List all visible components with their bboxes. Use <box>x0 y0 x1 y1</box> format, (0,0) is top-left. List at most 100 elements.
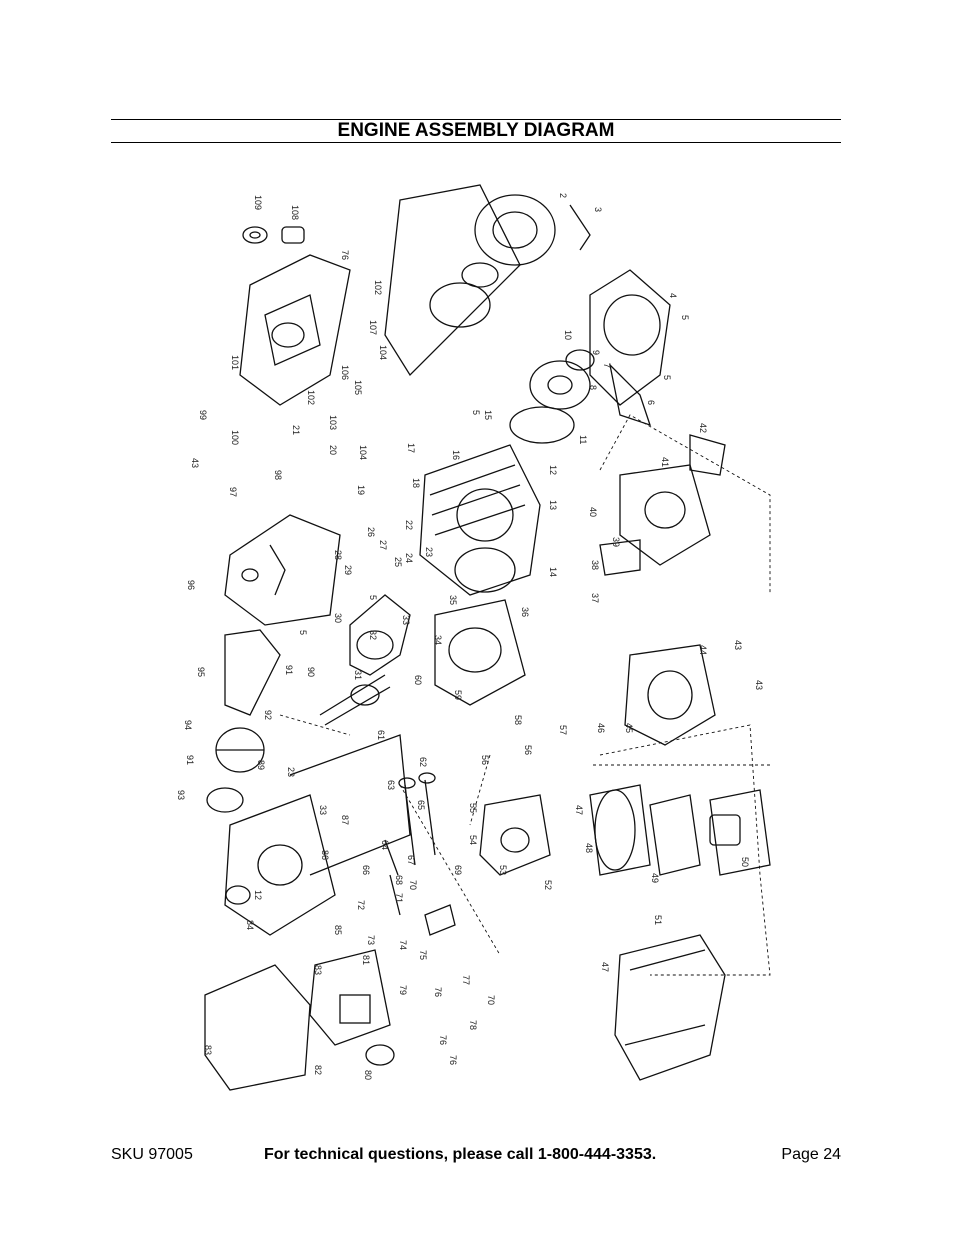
part-label: 40 <box>588 507 598 517</box>
part-label: 44 <box>698 645 708 655</box>
part-label: 79 <box>398 985 408 995</box>
part-label: 61 <box>376 730 386 740</box>
part-label: 75 <box>418 950 428 960</box>
part-label: 72 <box>356 900 366 910</box>
part-label: 86 <box>320 850 330 860</box>
cylinder-head <box>434 599 526 706</box>
part-label: 68 <box>394 875 404 885</box>
part-label: 27 <box>378 540 388 550</box>
part-label: 92 <box>263 710 273 720</box>
engine-assembly-diagram: 109 108 76 102 107 101 106 104 105 102 2… <box>170 175 810 1105</box>
leader-lines <box>279 414 771 976</box>
part-label: 43 <box>190 458 200 468</box>
part-label: 91 <box>185 755 195 765</box>
part-label: 74 <box>398 940 408 950</box>
part-label: 36 <box>520 607 530 617</box>
part-label: 83 <box>313 965 323 975</box>
part-label: 57 <box>558 725 568 735</box>
part-label: 55 <box>468 803 478 813</box>
part-label: 98 <box>273 470 283 480</box>
part-label: 77 <box>461 975 471 985</box>
part-label: 20 <box>328 445 338 455</box>
part-label: 39 <box>611 537 621 547</box>
part-label: 3 <box>593 207 603 212</box>
part-label: 100 <box>230 430 240 445</box>
muffler <box>479 794 551 876</box>
part-label: 30 <box>333 613 343 623</box>
part-label: 47 <box>574 805 584 815</box>
part-label: 101 <box>230 355 240 370</box>
part-label: 102 <box>373 280 383 295</box>
part-label: 35 <box>448 595 458 605</box>
part-label: 43 <box>733 640 743 650</box>
part-label: 99 <box>198 410 208 420</box>
part-label: 49 <box>650 873 660 883</box>
part-label: 73 <box>366 935 376 945</box>
cylinder-block <box>419 444 541 596</box>
part-label: 104 <box>358 445 368 460</box>
part-label: 8 <box>588 385 598 390</box>
part-label: 14 <box>548 567 558 577</box>
carburetor <box>599 434 726 576</box>
part-label: 84 <box>245 920 255 930</box>
part-label: 64 <box>380 840 390 850</box>
part-label: 76 <box>433 987 443 997</box>
part-label: 94 <box>183 720 193 730</box>
part-label: 53 <box>498 865 508 875</box>
diagram-svg: 109 108 76 102 107 101 106 104 105 102 2… <box>176 184 771 1091</box>
part-label: 70 <box>408 880 418 890</box>
fuel-cap <box>242 226 305 244</box>
page-footer: SKU 97005 For technical questions, pleas… <box>111 1144 841 1166</box>
connecting-rod-piston <box>206 629 281 813</box>
footer-page-number: Page 24 <box>781 1146 841 1163</box>
part-label: 48 <box>584 843 594 853</box>
part-label: 21 <box>291 425 301 435</box>
part-label: 106 <box>340 365 350 380</box>
part-label: 67 <box>406 855 416 865</box>
part-label: 81 <box>361 955 371 965</box>
part-label: 76 <box>340 250 350 260</box>
part-label: 25 <box>393 557 403 567</box>
header-rule-top <box>111 119 841 120</box>
part-label: 37 <box>590 593 600 603</box>
part-label: 70 <box>486 995 496 1005</box>
recoil-starter <box>384 184 591 377</box>
part-label: 7 <box>602 363 612 368</box>
part-label: 108 <box>290 205 300 220</box>
part-label: 17 <box>406 443 416 453</box>
crankshaft <box>319 594 411 726</box>
part-label: 24 <box>404 553 414 563</box>
part-label: 47 <box>600 962 610 972</box>
part-label: 56 <box>480 755 490 765</box>
part-label: 6 <box>646 400 656 405</box>
part-label: 89 <box>256 760 266 770</box>
part-label: 66 <box>361 865 371 875</box>
part-label: 54 <box>468 835 478 845</box>
part-label: 90 <box>306 667 316 677</box>
air-filter-cover <box>614 934 726 1081</box>
part-label: 82 <box>313 1065 323 1075</box>
part-label: 52 <box>543 880 553 890</box>
part-label: 31 <box>353 670 363 680</box>
part-label: 80 <box>363 1070 373 1080</box>
part-label: 5 <box>368 595 378 600</box>
air-filter <box>589 784 771 876</box>
valve-train <box>384 772 456 936</box>
part-label: 2 <box>558 193 568 198</box>
engine-covers <box>204 949 395 1091</box>
part-label: 85 <box>333 925 343 935</box>
fuel-tank <box>239 254 351 406</box>
footer-sku: SKU 97005 <box>111 1146 193 1163</box>
part-label: 105 <box>353 380 363 395</box>
part-label: 33 <box>318 805 328 815</box>
part-label: 32 <box>368 630 378 640</box>
part-label: 29 <box>343 565 353 575</box>
part-label: 13 <box>548 500 558 510</box>
part-label: 107 <box>368 320 378 335</box>
part-label: 50 <box>740 857 750 867</box>
part-label: 38 <box>590 560 600 570</box>
part-label: 45 <box>624 723 634 733</box>
part-label: 9 <box>591 350 601 355</box>
part-label: 102 <box>306 390 316 405</box>
part-label: 95 <box>196 667 206 677</box>
